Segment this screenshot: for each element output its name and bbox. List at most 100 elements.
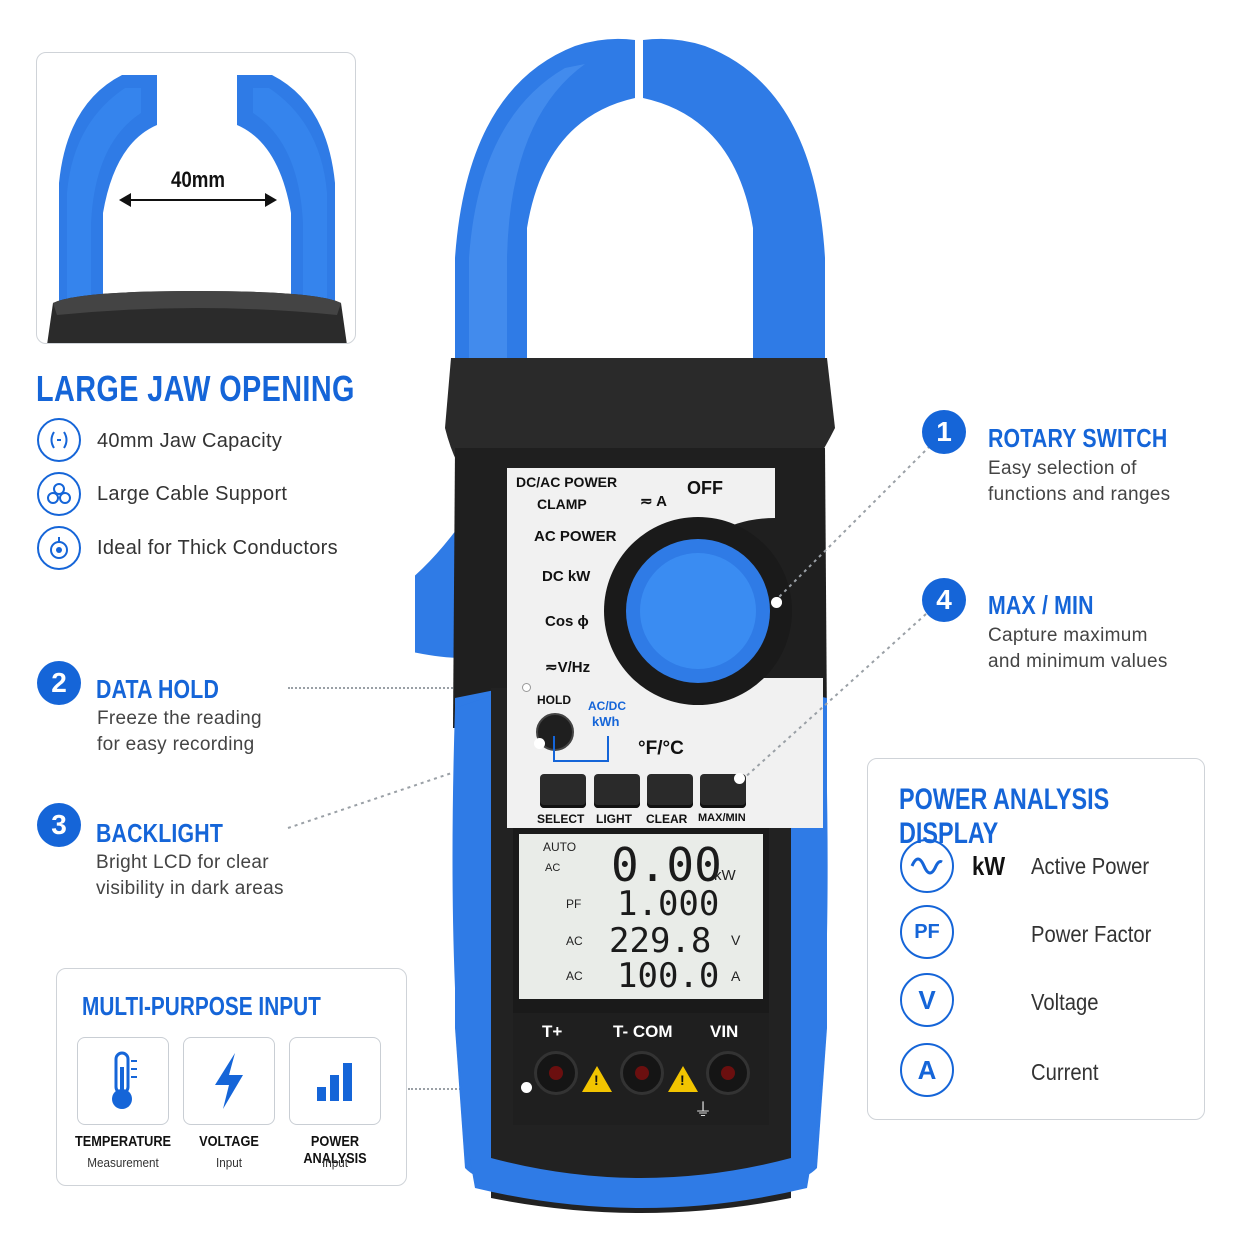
- kwh-label: kWh: [592, 714, 620, 729]
- power-display-heading: POWER ANALYSIS DISPLAY: [899, 783, 1110, 850]
- maxmin-title: MAX / MIN: [988, 590, 1094, 620]
- lcd-row3-mode: AC: [566, 934, 583, 948]
- terminal-label-vin: VIN: [710, 1022, 739, 1041]
- jaw-feature-3: Ideal for Thick Conductors: [97, 537, 338, 559]
- dial-label-amps: ≂ A: [640, 493, 668, 510]
- jaw-measurement-label: 40mm: [171, 167, 226, 192]
- power-analysis-title: POWER ANALYSIS: [303, 1133, 367, 1167]
- maxmin-line2: and minimum values: [988, 651, 1168, 672]
- sine-wave-icon: [900, 839, 954, 893]
- jaw-width-arrow: [121, 199, 275, 201]
- rotary-switch-line1: Easy selection of: [988, 458, 1137, 479]
- ground-icon: ⏚: [694, 1100, 712, 1120]
- lcd-row3-value: 229.8: [609, 921, 712, 961]
- data-hold-line2: for easy recording: [97, 734, 255, 755]
- power-display-card: POWER ANALYSIS DISPLAY kW Active Power P…: [867, 758, 1205, 1120]
- rotary-switch-line2: functions and ranges: [988, 484, 1171, 505]
- thermometer-icon: [112, 1051, 137, 1109]
- active-power-label: Active Power: [1031, 853, 1150, 879]
- backlight-title: BACKLIGHT: [96, 818, 224, 848]
- backlight-leader-dot: [534, 738, 545, 749]
- jaw-closeup-card: 40mm: [36, 52, 356, 344]
- hold-leader-dot: [522, 683, 531, 692]
- temperature-title: TEMPERATURE: [74, 1133, 172, 1150]
- callout-number-2: 2: [37, 661, 81, 705]
- jaw-arrow-right-head: [265, 193, 277, 207]
- voltage-title: VOLTAGE: [199, 1133, 259, 1150]
- active-power-unit: kW: [972, 851, 1006, 881]
- terminal-jack-tplus[interactable]: [534, 1051, 578, 1095]
- lcd-row2-value: 1.000: [617, 884, 720, 924]
- clamp-meter-body: [415, 38, 835, 1213]
- voltage-sub: Input: [215, 1155, 243, 1170]
- voltage-label: Voltage: [1031, 989, 1099, 1015]
- dial-label-dcac: DC/AC POWER: [516, 474, 618, 490]
- temp-unit-label: °F/°C: [638, 738, 684, 759]
- jaw-closeup-image: [47, 75, 347, 343]
- voltage-tile: [183, 1037, 275, 1125]
- dial-label-off: OFF: [687, 478, 723, 498]
- terminal-jack-tcom[interactable]: [620, 1051, 664, 1095]
- clear-button[interactable]: [647, 774, 693, 808]
- lcd-row1-unit: kW: [714, 867, 736, 884]
- jaw-capacity-icon: [37, 418, 81, 462]
- lcd-row1-mode: AC: [545, 862, 561, 874]
- power-analysis-tile: [289, 1037, 381, 1125]
- callout-number-4: 4: [922, 578, 966, 622]
- select-label: SELECT: [537, 812, 585, 826]
- terminal-jack-vin[interactable]: [706, 1051, 750, 1095]
- temperature-tile: [77, 1037, 169, 1125]
- rotary-leader: [775, 445, 931, 601]
- data-hold-line1: Freeze the reading: [97, 708, 262, 729]
- power-analysis-sub: Input: [321, 1155, 349, 1170]
- lcd-row4-mode: AC: [566, 969, 583, 983]
- dial-label-vhz: ≂V/Hz: [545, 659, 591, 676]
- backlight-line2: visibility in dark areas: [96, 878, 284, 899]
- power-factor-badge: PF: [900, 905, 954, 959]
- bar-chart-icon: [317, 1063, 352, 1101]
- temperature-sub: Measurement: [87, 1155, 159, 1170]
- rotary-leader-dot: [771, 597, 782, 608]
- clear-label: CLEAR: [646, 812, 688, 826]
- input-leader-dot: [521, 1082, 532, 1093]
- callout-number-3: 3: [37, 803, 81, 847]
- hold-label: HOLD: [537, 693, 571, 707]
- current-badge: A: [900, 1043, 954, 1097]
- lcd-row3-unit: V: [731, 932, 741, 948]
- maxmin-label: MAX/MIN: [698, 812, 746, 824]
- lcd-row4-unit: A: [731, 968, 741, 984]
- terminal-label-tplus: T+: [542, 1022, 563, 1041]
- rotary-switch-title: ROTARY SWITCH: [988, 423, 1168, 453]
- lcd-row1-value: 0.00: [611, 838, 722, 892]
- light-label: LIGHT: [596, 812, 632, 826]
- warning-icon-right: !: [668, 1066, 698, 1092]
- data-hold-title: DATA HOLD: [96, 674, 220, 704]
- power-factor-label: Power Factor: [1031, 921, 1152, 947]
- lcd-row2-mode: PF: [566, 897, 582, 911]
- conductor-icon: [37, 526, 81, 570]
- backlight-line1: Bright LCD for clear: [96, 852, 269, 873]
- jaw-heading: LARGE JAW OPENING: [36, 368, 355, 409]
- callout-number-1: 1: [922, 410, 966, 454]
- lcd-row4-value: 100.0: [617, 956, 720, 996]
- cable-bundle-icon: [37, 472, 81, 516]
- maxmin-leader-dot: [734, 773, 745, 784]
- data-hold-leader: [288, 687, 528, 689]
- terminal-label-tcom: T- COM: [613, 1022, 673, 1041]
- multi-input-heading: MULTI-PURPOSE INPUT: [82, 991, 321, 1021]
- maxmin-line1: Capture maximum: [988, 625, 1148, 646]
- current-label: Current: [1031, 1059, 1099, 1085]
- acdc-label: AC/DC: [588, 699, 626, 713]
- dial-label-clamp: CLAMP: [537, 496, 587, 512]
- select-button[interactable]: [540, 774, 586, 808]
- light-button[interactable]: [594, 774, 640, 808]
- jaw-feature-2: Large Cable Support: [97, 483, 288, 505]
- warning-icon-left: !: [582, 1066, 612, 1092]
- jaw-feature-1: 40mm Jaw Capacity: [97, 430, 283, 452]
- hold-bracket: [553, 736, 609, 762]
- dial-label-dc-kw: DC kW: [542, 568, 591, 585]
- lightning-icon: [215, 1053, 243, 1109]
- lcd-auto: AUTO: [543, 840, 577, 854]
- multi-input-card: MULTI-PURPOSE INPUT TEMPERATURE Measurem…: [56, 968, 407, 1186]
- dial-label-cos: Cos ϕ: [545, 613, 589, 630]
